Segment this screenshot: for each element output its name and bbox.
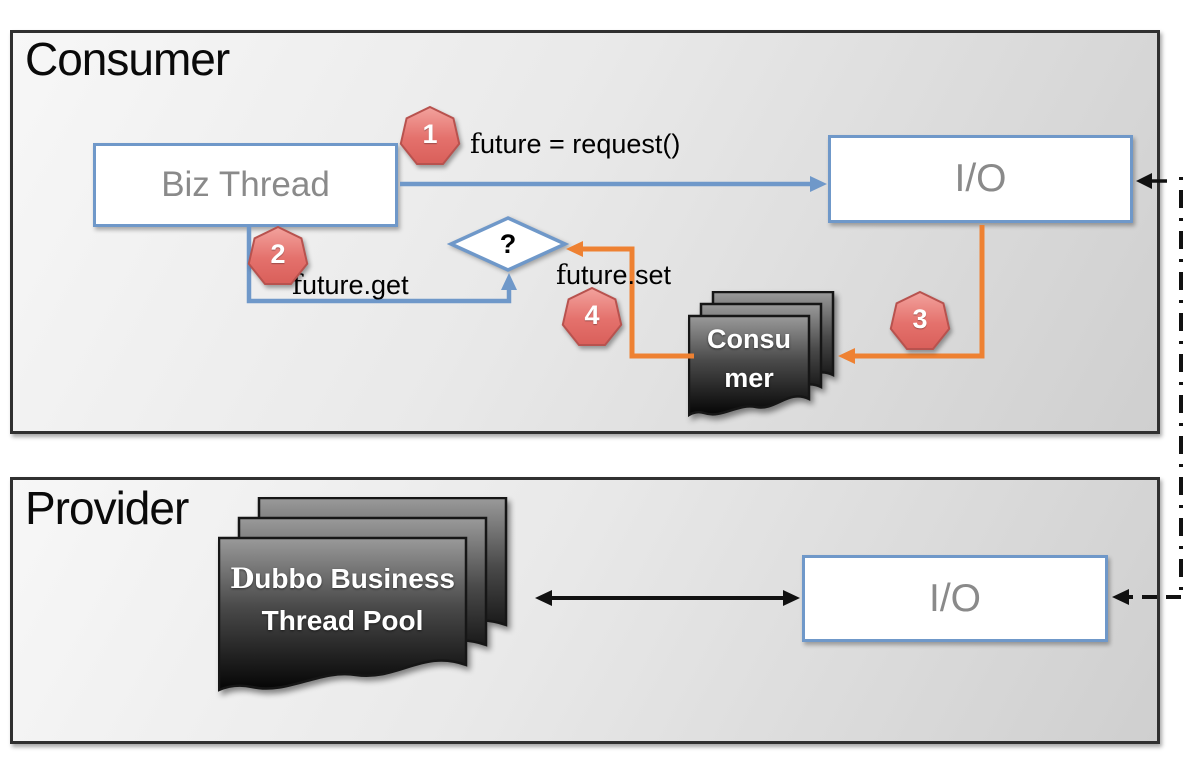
step-badge-1: 1 — [398, 105, 462, 169]
serif-initial: f — [470, 129, 480, 160]
step-badge-3: 3 — [888, 290, 952, 354]
consumer-stack-line2: mer — [724, 363, 774, 393]
consumer-stack-line1: Consu — [707, 323, 791, 354]
decision-label: ? — [499, 228, 517, 259]
step-badge-4-number: 4 — [584, 299, 600, 330]
consumer-panel: Consu mer — [10, 30, 1160, 434]
serif-initial: D — [230, 562, 255, 595]
consumer-io-box: I/O — [828, 135, 1133, 223]
provider-io-label: I/O — [928, 576, 981, 620]
step-badge-2-number: 2 — [270, 238, 286, 269]
provider-stack-shapes-icon — [217, 496, 508, 692]
provider-io-box: I/O — [802, 555, 1108, 642]
serif-initial: f — [556, 260, 566, 291]
biz-thread-label: Biz Thread — [161, 165, 330, 204]
provider-panel-title: Provider — [25, 482, 189, 534]
step-badge-1-number: 1 — [422, 118, 438, 149]
biz-thread-box: Biz Thread — [93, 143, 398, 227]
step-badge-4: 4 — [560, 286, 624, 350]
provider-stack-line2: Thread Pool — [261, 605, 424, 636]
heptagon-badge-icon — [399, 105, 461, 165]
consumer-panel-title: Consumer — [25, 33, 230, 85]
decision-diamond: ? — [447, 215, 569, 277]
label-future-request: future = request() — [470, 129, 681, 160]
step-badge-2: 2 — [246, 225, 310, 289]
step-badge-3-number: 3 — [912, 303, 928, 334]
provider-thread-pool-stack: Dubbo Business Thread Pool — [217, 496, 513, 697]
consumer-stack: Consu mer — [687, 290, 840, 423]
provider-stack-line1: Dubbo Business — [230, 562, 455, 595]
consumer-io-label: I/O — [954, 157, 1007, 200]
consumer-stack-shapes-icon — [687, 290, 835, 418]
consumer-stack-label: Consu mer — [688, 315, 810, 403]
provider-stack-label: Dubbo Business Thread Pool — [218, 537, 467, 663]
